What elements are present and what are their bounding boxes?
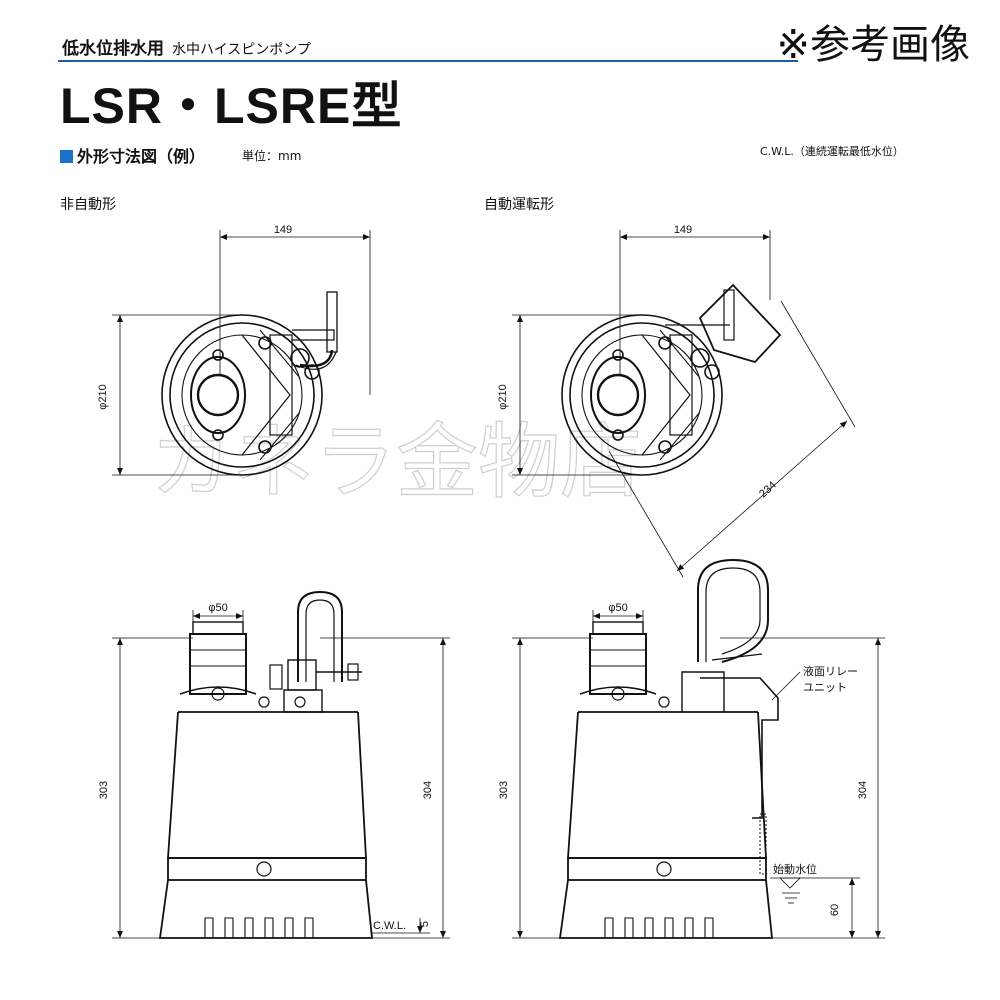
side-view-auto [558, 558, 779, 939]
reference-note: ※参考画像 [776, 22, 970, 68]
unit-label: 単位：mm [242, 149, 302, 163]
start-level-label: 始動水位 [773, 862, 817, 876]
model-title: LSR・LSRE型 [60, 78, 403, 134]
relay-unit-label-1: 液面リレー [803, 664, 858, 678]
dim-height-total-manual: 304 [422, 781, 434, 799]
relay-unit-label-2: ユニット [803, 682, 847, 694]
dim-cwl-value: 5 [419, 921, 431, 927]
top-view-auto [561, 283, 782, 476]
dim-height-body-auto: 303 [498, 781, 510, 799]
dim-cwl-label: C.W.L. [373, 920, 406, 932]
category-main: 低水位排水用 [62, 39, 164, 59]
dim-width-auto: 149 [674, 224, 692, 236]
view-label-auto: 自動運転形 [484, 197, 554, 213]
dims-top-auto [512, 230, 856, 578]
side-view-manual [158, 590, 373, 939]
dim-height-body-manual: 303 [98, 781, 110, 799]
section-title: 外形寸法図（例） [60, 143, 205, 167]
cwl-note: C.W.L.（連続運転最低水位） [760, 145, 904, 158]
start-level-value: 60 [829, 904, 841, 916]
category-title: 低水位排水用水中ハイスピンポンプ [62, 34, 311, 59]
dims-side-auto [512, 610, 885, 939]
section-title-text: 外形寸法図（例） [77, 147, 206, 166]
watermark-text: カネラ金物店 [150, 415, 642, 510]
dim-outlet-manual: φ50 [208, 602, 227, 614]
category-sub: 水中ハイスピンポンプ [172, 42, 311, 58]
section-square-icon [60, 150, 73, 163]
dim-diameter-manual: φ210 [97, 384, 109, 410]
header-rule [58, 60, 798, 62]
dims-side-manual [112, 610, 450, 939]
dims-top-manual [112, 230, 371, 476]
dim-diameter-auto: φ210 [497, 384, 509, 410]
view-label-manual: 非自動形 [60, 197, 116, 213]
top-view-manual [161, 291, 338, 476]
dim-outlet-auto: φ50 [608, 602, 627, 614]
dim-height-total-auto: 304 [857, 781, 869, 799]
dim-width-manual: 149 [274, 224, 292, 236]
